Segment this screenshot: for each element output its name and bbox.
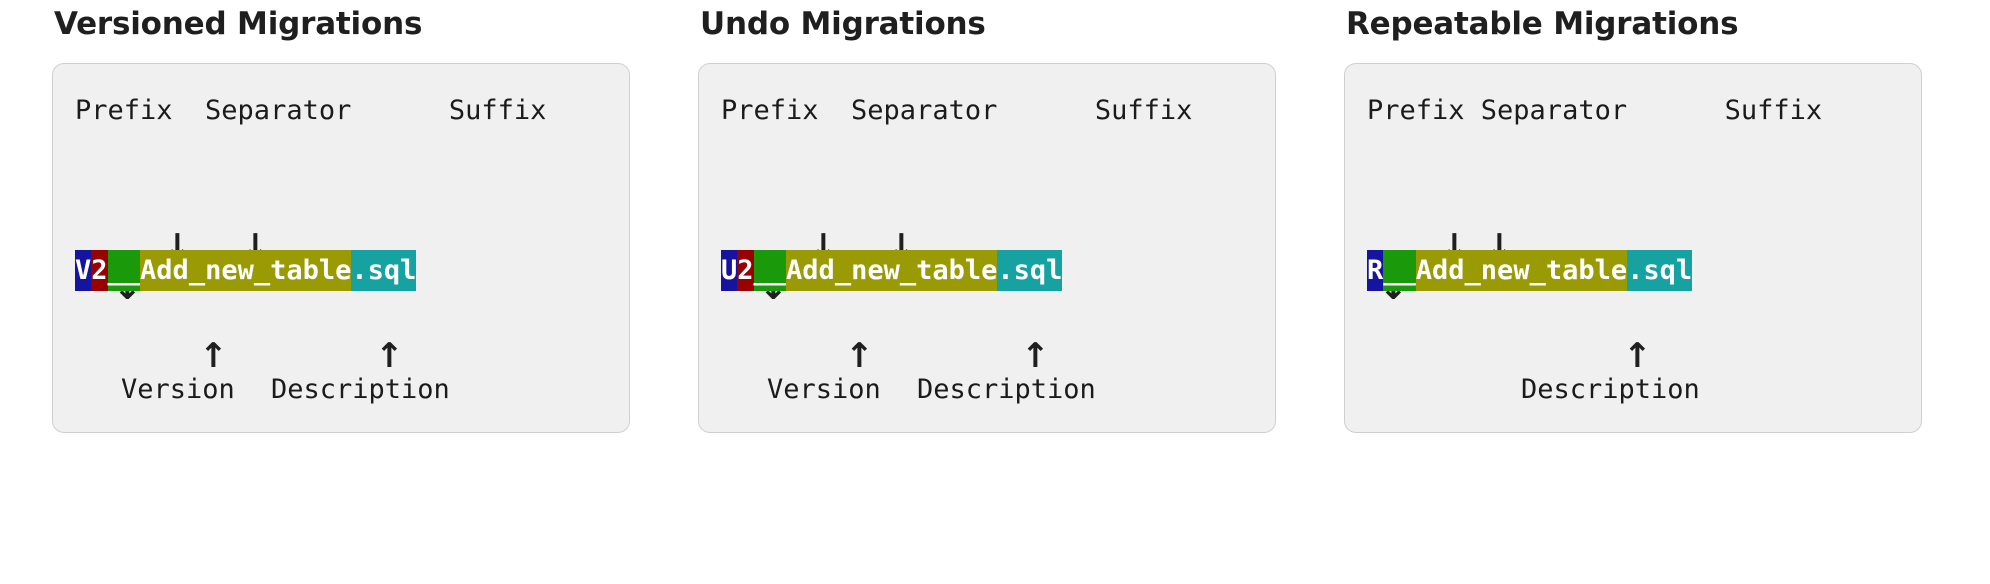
filename-segment-version: 2 <box>737 250 754 291</box>
up-arrow-icon: ↑ <box>1623 336 1652 376</box>
filename-segment-separator: __ <box>1383 250 1416 291</box>
filename-segment-separator: __ <box>753 250 787 291</box>
caption-label: Description <box>1521 374 1700 405</box>
up-arrow-icon: ↑ <box>375 336 404 376</box>
legend-line: Prefix Separator Suffix <box>721 95 1193 126</box>
filename-segment-description: Add_new_table <box>140 250 352 291</box>
panel-title: Undo Migrations <box>700 6 986 42</box>
up-arrow-icon: ↑ <box>845 336 874 376</box>
caption-label: Version <box>767 374 881 405</box>
panel-title: Versioned Migrations <box>54 6 423 42</box>
panel-card: Prefix Separator Suffix↓↓↓V2__Add_new_ta… <box>52 63 630 433</box>
caption-label: Description <box>917 374 1096 405</box>
up-arrow-icon: ↑ <box>1021 336 1050 376</box>
filename-strip: R__Add_new_table.sql <box>1367 249 1909 293</box>
filename-strip: V2__Add_new_table.sql <box>75 249 617 293</box>
filename-segment-suffix: .sql <box>997 250 1063 291</box>
filename-segment-prefix: R <box>1367 250 1384 291</box>
caption-label: Description <box>271 374 450 405</box>
legend-line: Prefix Separator Suffix <box>1367 95 1823 126</box>
panel-card: Prefix Separator Suffix↓↓↓U2__Add_new_ta… <box>698 63 1276 433</box>
filename-segment-description: Add_new_table <box>786 250 998 291</box>
up-arrow-icon: ↑ <box>199 336 228 376</box>
filename-segment-description: Add_new_table <box>1415 250 1628 291</box>
caption-label: Version <box>121 374 235 405</box>
panel-card: Prefix Separator Suffix↓↓↓R__Add_new_tab… <box>1344 63 1922 433</box>
panel-title: Repeatable Migrations <box>1346 6 1739 42</box>
filename-segment-prefix: U <box>721 250 738 291</box>
legend-line: Prefix Separator Suffix <box>75 95 547 126</box>
filename-segment-suffix: .sql <box>1627 250 1693 291</box>
filename-strip: U2__Add_new_table.sql <box>721 249 1263 293</box>
filename-segment-version: 2 <box>91 250 108 291</box>
filename-segment-separator: __ <box>107 250 141 291</box>
filename-segment-suffix: .sql <box>351 250 417 291</box>
filename-segment-prefix: V <box>75 250 92 291</box>
